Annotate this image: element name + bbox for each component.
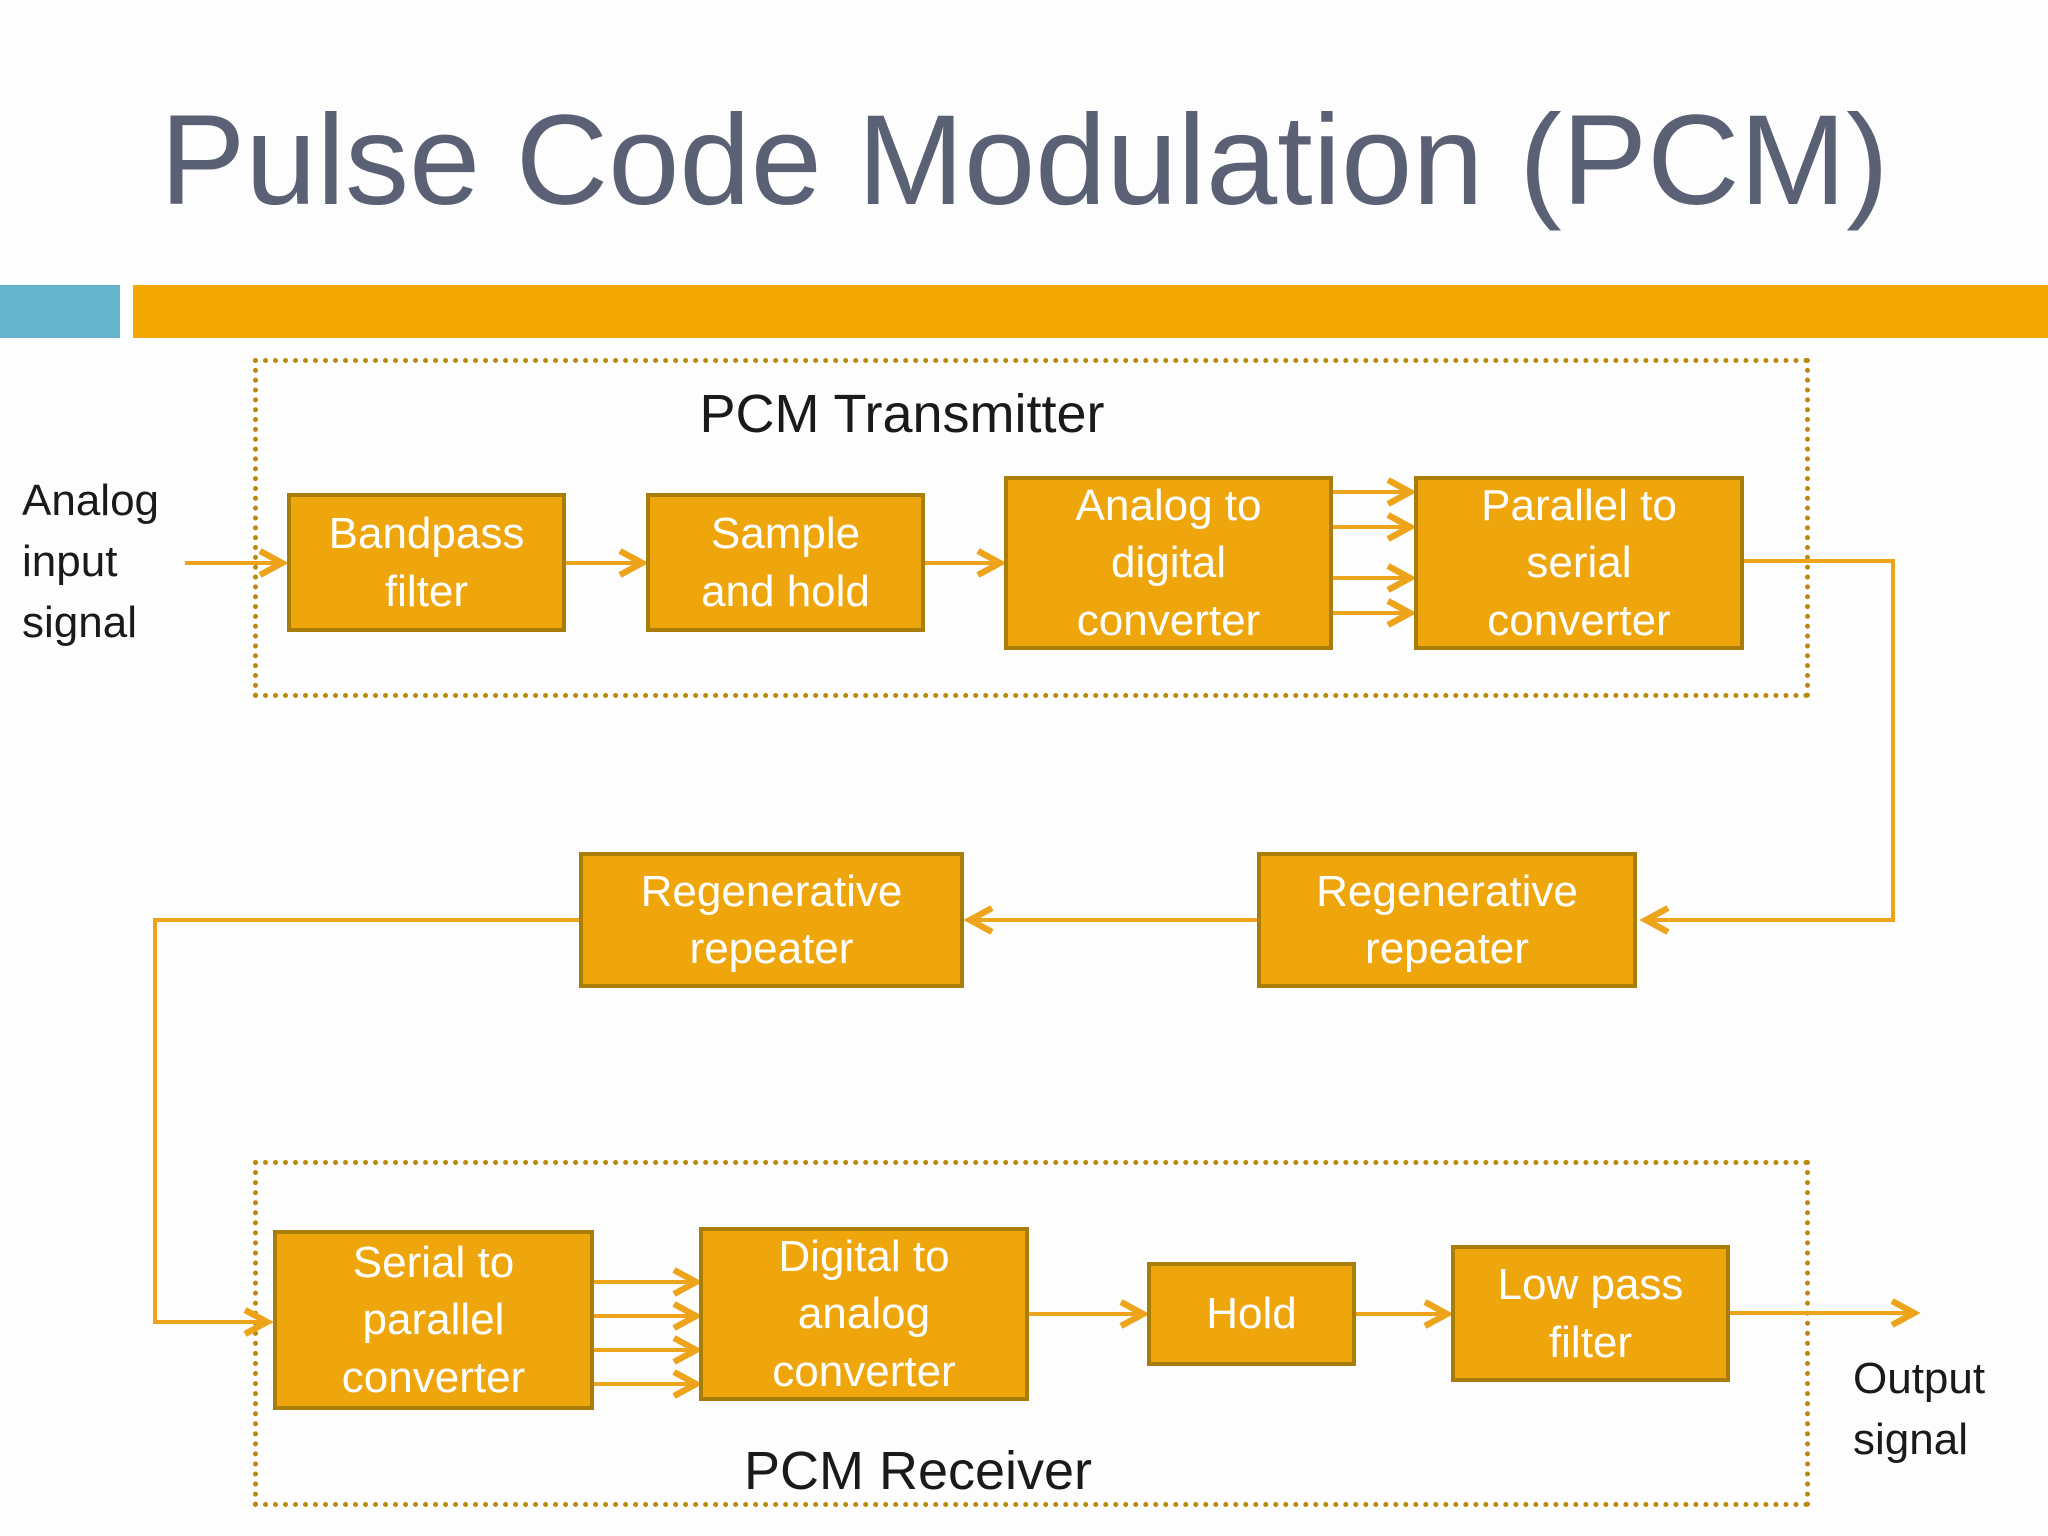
analog-input-signal-label: Analog input signal [22,476,160,648]
block-low-pass-filter: Low pass filter [1451,1245,1730,1382]
block-bandpass-filter: Bandpass filter [287,493,566,632]
page-title: Pulse Code Modulation (PCM) [160,89,1889,232]
route-p2s-to-right-repeater [1639,559,1895,935]
block-serial-to-parallel-converter: Serial to parallel converter [273,1230,594,1410]
block-digital-to-analog-converter: Digital to analog converter [699,1227,1029,1401]
block-hold: Hold [1147,1262,1356,1366]
pcm-receiver-label: PCM Receiver [743,1441,1093,1501]
block-regenerative-repeater-right: Regenerative repeater [1257,852,1637,988]
route-left-repeater-to-s2p [153,918,579,1337]
output-signal-label: Output signal [1853,1354,1986,1465]
block-regenerative-repeater-left: Regenerative repeater [579,852,964,988]
accent-bar-blue [0,285,120,338]
block-sample-and-hold: Sample and hold [646,493,925,632]
accent-bar-gold [133,285,2048,338]
block-parallel-to-serial-converter: Parallel to serial converter [1414,476,1744,650]
pcm-transmitter-label: PCM Transmitter [699,384,1105,444]
block-analog-to-digital-converter: Analog to digital converter [1004,476,1333,650]
pcm-transmitter-group-outline [253,358,1810,698]
